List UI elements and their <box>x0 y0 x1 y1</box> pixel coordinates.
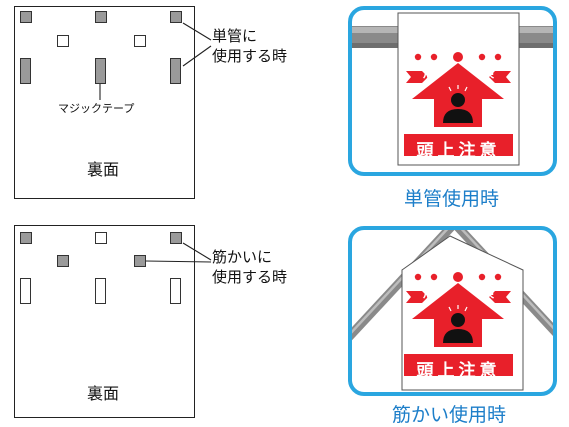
brace-usage-caption: 筋かい使用時 <box>392 404 507 426</box>
pipe-usage-caption: 単管使用時 <box>404 188 500 210</box>
top-usage-label-line1: 単管に <box>212 27 258 45</box>
velcro-patch <box>95 232 107 244</box>
velcro-patch <box>170 232 182 244</box>
velcro-label: マジックテープ <box>58 102 135 115</box>
velcro-strip <box>20 58 31 84</box>
velcro-patch <box>134 35 146 47</box>
top-back-label: 裏面 <box>87 160 120 179</box>
velcro-patch <box>134 255 146 267</box>
sign-word-left: 危 <box>423 66 436 80</box>
velcro-patch <box>20 232 32 244</box>
sign-footer-text: 頭上注意 <box>416 141 501 161</box>
velcro-strip <box>170 278 181 304</box>
velcro-strip <box>170 58 181 84</box>
top-back-board <box>14 6 195 199</box>
bottom-back-label: 裏面 <box>87 384 120 403</box>
bottom-usage-label-line2: 使用する時 <box>212 268 288 286</box>
velcro-patch <box>20 11 32 23</box>
top-usage-label-line2: 使用する時 <box>212 47 288 65</box>
sign-word-right: 険 <box>482 66 495 80</box>
sign-word-right: 険 <box>482 286 495 300</box>
bottom-back-board <box>14 225 195 418</box>
sign-word-left: 危 <box>423 286 436 300</box>
bottom-usage-label-line1: 筋かいに <box>212 248 273 266</box>
velcro-patch <box>95 11 107 23</box>
sign-footer-text: 頭上注意 <box>416 361 501 381</box>
velcro-strip <box>20 278 31 304</box>
velcro-strip <box>95 58 106 84</box>
velcro-patch <box>57 255 69 267</box>
velcro-patch <box>57 35 69 47</box>
velcro-strip <box>95 278 106 304</box>
velcro-patch <box>170 11 182 23</box>
